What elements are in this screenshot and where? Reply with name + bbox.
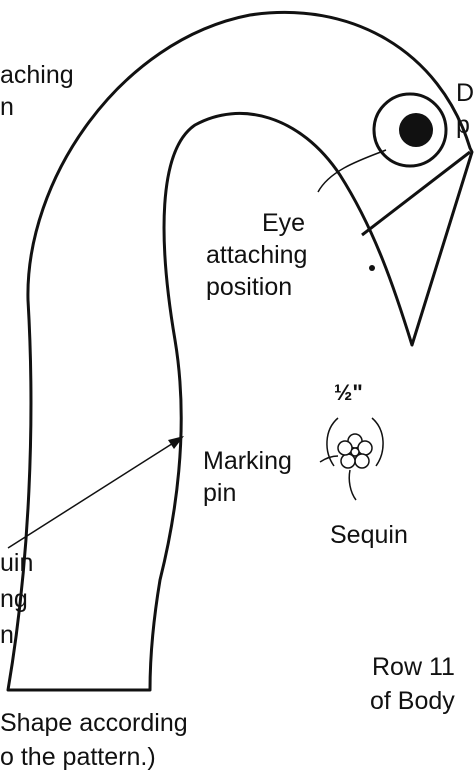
shape-label-2: o the pattern.): [0, 742, 156, 772]
size-bracket-right: [372, 418, 383, 466]
top-right-letter-d: D: [456, 78, 474, 108]
row-label-2: of Body: [370, 686, 455, 716]
marking-label-2: pin: [203, 478, 236, 508]
size-fraction: ½": [334, 380, 363, 406]
eye-label-3: position: [206, 272, 292, 302]
left-label-2: ng: [0, 584, 28, 614]
marking-label-1: Marking: [203, 446, 292, 476]
top-right-letter-p: p: [456, 110, 470, 140]
eye-label-2: attaching: [206, 240, 307, 270]
marking-arrow-line: [8, 440, 178, 548]
shape-label-1: Shape according: [0, 708, 188, 738]
sequin-label: Sequin: [330, 520, 408, 550]
row-label-1: Row 11: [372, 652, 455, 682]
left-label-3: n: [0, 620, 14, 650]
dot-mark: [369, 265, 375, 271]
sequin-flower: [338, 434, 372, 468]
size-bracket-left: [327, 418, 338, 466]
eye-pupil: [399, 113, 433, 147]
left-label-1: uin: [0, 548, 33, 578]
eye-label-1: Eye: [262, 208, 305, 238]
attaching-label-top: aching: [0, 60, 74, 90]
sequin-label-leader: [349, 470, 356, 500]
eye-leader-line: [318, 150, 386, 192]
attaching-label-top-2: n: [0, 92, 14, 122]
